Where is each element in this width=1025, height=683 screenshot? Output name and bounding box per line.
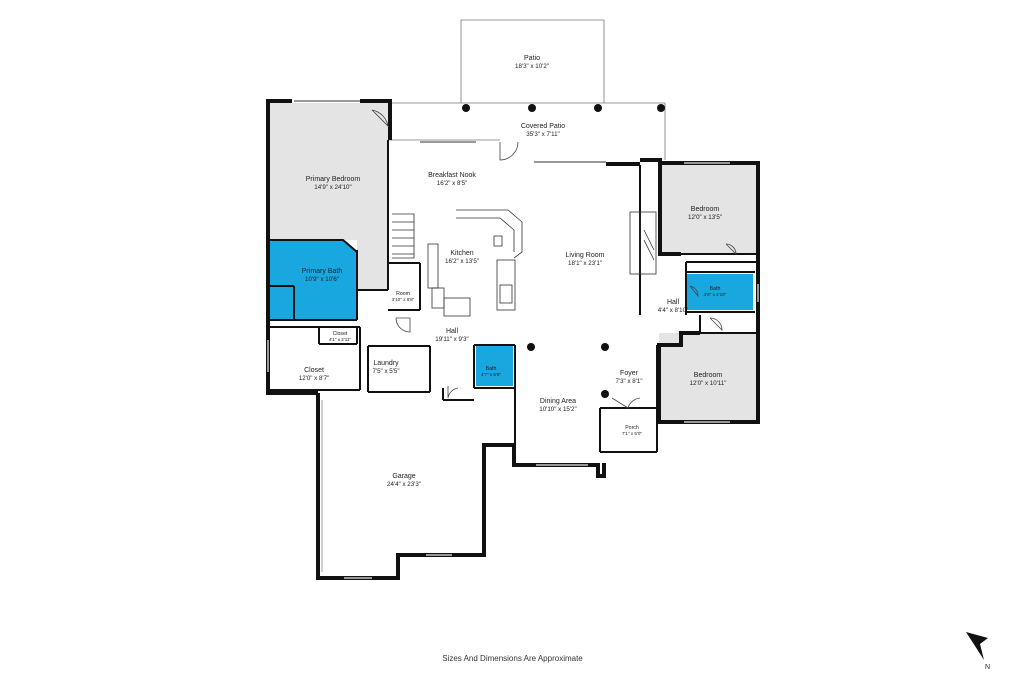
column — [594, 104, 602, 112]
dining-area-dim: 10'10" x 15'2" — [539, 406, 576, 413]
laundry-name: Laundry — [373, 360, 399, 367]
patio-outline — [460, 19, 605, 103]
bedroom-2-fill — [659, 333, 757, 421]
primary-bath-fill — [270, 240, 357, 320]
column — [601, 390, 609, 398]
kitchen-dim: 16'2" x 13'5" — [445, 258, 479, 265]
porch-name: Porch — [625, 425, 639, 431]
column — [527, 343, 535, 351]
primary-bedroom-fill — [270, 103, 388, 290]
room-dim: 3'10" x 6'8" — [392, 297, 415, 302]
breakfast-nook-dim: 16'2" x 8'5" — [437, 180, 468, 187]
primary-bath-name: Primary Bath — [302, 268, 343, 275]
bath-2-fill — [476, 346, 513, 386]
room-name: Room — [396, 291, 410, 297]
kitchen-name: Kitchen — [450, 250, 473, 257]
living-room-dim: 18'1" x 23'1" — [568, 260, 602, 267]
windows — [267, 100, 759, 579]
footer-note: Sizes And Dimensions Are Approximate — [442, 654, 583, 663]
hall-1-name: Hall — [667, 299, 680, 306]
living-room-name: Living Room — [566, 252, 605, 259]
foyer-dim: 7'3" x 8'1" — [615, 378, 642, 385]
bath-1-fill — [687, 274, 753, 310]
room-labels: Patio 18'3" x 10'2" Covered Patio 35'3" … — [299, 55, 727, 488]
closet-small-name: Closet — [333, 331, 348, 337]
dining-area-name: Dining Area — [540, 398, 576, 405]
bedroom-2-dim: 12'0" x 10'11" — [690, 380, 727, 387]
exterior-walls — [266, 99, 760, 580]
covered-patio-outline — [388, 102, 666, 160]
garage-dim: 24'4" x 23'3" — [387, 481, 421, 488]
hall-2-dim: 19'11" x 9'3" — [435, 336, 468, 343]
compass-letter: N — [985, 664, 990, 671]
bath-1-dim: 4'6" x 4'10" — [704, 292, 727, 297]
patio-name: Patio — [524, 55, 540, 62]
garage-name: Garage — [392, 473, 415, 480]
covered-patio-name: Covered Patio — [521, 123, 565, 130]
covered-patio-dim: 35'3" x 7'11" — [526, 131, 559, 138]
bath-2-dim: 4'7" x 5'8" — [481, 372, 501, 377]
bath-1-name: Bath — [710, 286, 721, 292]
bath-2-name: Bath — [486, 366, 497, 372]
primary-bedroom-dim: 14'9" x 24'10" — [314, 184, 351, 191]
bedroom-2-name: Bedroom — [694, 372, 723, 379]
patio-columns — [462, 104, 665, 398]
hall-1-dim: 4'4" x 8'10" — [658, 307, 689, 314]
doors — [371, 109, 737, 409]
bedroom-1-name: Bedroom — [691, 206, 720, 213]
breakfast-nook-name: Breakfast Nook — [428, 172, 476, 179]
column — [601, 343, 609, 351]
porch-dim: 7'1" x 5'0" — [622, 431, 642, 436]
room-fills — [270, 103, 757, 421]
column — [657, 104, 665, 112]
column — [462, 104, 470, 112]
kitchen-cabinets — [392, 209, 657, 317]
laundry-dim: 7'5" x 5'5" — [372, 368, 399, 375]
foyer-name: Foyer — [620, 370, 639, 377]
bedroom-1-fill — [660, 165, 756, 253]
hall-2-name: Hall — [446, 328, 459, 335]
bedroom-1-dim: 12'0" x 13'5" — [688, 214, 722, 221]
closet-small-dim: 4'1" x 2'11" — [329, 337, 352, 342]
patio-dim: 18'3" x 10'2" — [515, 63, 549, 70]
primary-bedroom-name: Primary Bedroom — [306, 176, 361, 183]
primary-bath-dim: 10'9" x 10'6" — [305, 276, 339, 283]
closet-dim: 12'0" x 8'7" — [299, 375, 330, 382]
north-arrow-shape — [966, 632, 988, 660]
north-arrow-icon: N — [966, 632, 990, 671]
interior-walls — [270, 140, 758, 465]
primary-bath-shower-fill — [270, 286, 294, 320]
column — [528, 104, 536, 112]
closet-name: Closet — [304, 367, 324, 374]
